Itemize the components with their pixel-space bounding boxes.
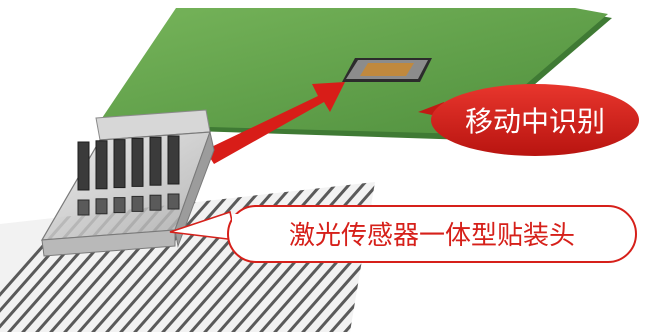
nozzle: [77, 141, 90, 191]
sensor-window: [131, 195, 144, 212]
callout-recognition: 移动中识别: [418, 84, 639, 156]
head-label: 激光传感器一体型贴装头: [289, 221, 575, 251]
nozzle: [149, 136, 162, 186]
nozzle: [95, 140, 108, 190]
movement-arrow: [205, 82, 345, 164]
tape-stripe: [308, 182, 375, 332]
sensor-window: [95, 198, 108, 215]
tape-stripe: [112, 182, 266, 332]
sensor-window: [167, 193, 180, 210]
nozzle: [131, 137, 144, 187]
nozzle: [167, 135, 180, 185]
tape-stripe: [140, 182, 294, 332]
tape-stripe: [154, 182, 308, 332]
nozzle: [113, 139, 126, 189]
mounting-head: [40, 109, 215, 257]
sensor-window: [113, 197, 126, 214]
component-chip: [342, 58, 432, 82]
sensor-window: [77, 199, 90, 216]
callout-head: 激光传感器一体型贴装头: [169, 205, 637, 263]
tape-stripe: [126, 182, 280, 332]
sensor-window: [149, 194, 162, 211]
tape-stripe: [322, 182, 375, 332]
recognition-label: 移动中识别: [465, 105, 605, 138]
